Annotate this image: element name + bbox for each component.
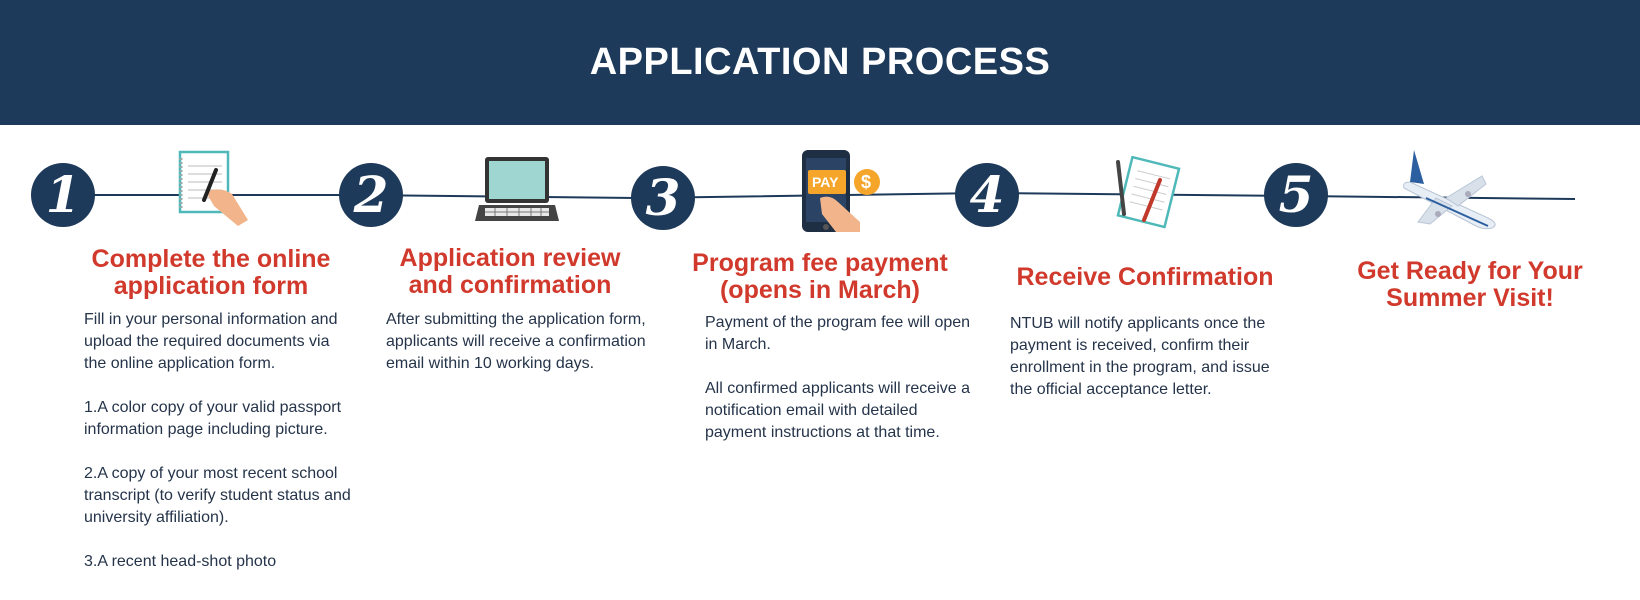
step-5-title-line2: Summer Visit!	[1386, 284, 1554, 312]
step-3-paragraph: Payment of the program fee will open in …	[705, 314, 971, 353]
step-1-paragraph: 1.A color copy of your valid passport in…	[84, 399, 342, 438]
step-4-body: NTUB will notify applicants once the pay…	[1010, 313, 1290, 401]
step-2-number: 2	[339, 163, 403, 227]
page-title: APPLICATION PROCESS	[589, 41, 1051, 83]
step-1-paragraph: 3.A recent head-shot photo	[84, 553, 277, 570]
step-3-title-line2: (opens in March)	[719, 276, 920, 304]
step-2-body: After submitting the application form, a…	[386, 309, 672, 375]
step-5-title-line1: Get Ready for Your	[1357, 257, 1583, 285]
step-2-title-line1: Application review	[399, 244, 621, 272]
timeline: 1 2	[0, 140, 1640, 240]
step-3-paragraph: All confirmed applicants will receive a …	[705, 380, 970, 441]
pay-label: PAY	[812, 174, 839, 190]
step-1-paragraph: Fill in your personal information and up…	[84, 311, 338, 372]
step-4-number-text: 4	[969, 165, 1005, 224]
step-1-paragraph: 2.A copy of your most recent school tran…	[84, 465, 351, 526]
step-4-title: Receive Confirmation	[1000, 264, 1290, 291]
step-1-title: Complete the online application form	[78, 246, 344, 300]
step-1-number: 1	[31, 163, 95, 227]
step-3-number: 3	[631, 166, 695, 230]
step-1-body: Fill in your personal information and up…	[84, 309, 356, 573]
step-4-paragraph: NTUB will notify applicants once the pay…	[1010, 315, 1270, 398]
step-2-number-text: 2	[353, 165, 389, 224]
step-1-title-line2: application form	[113, 272, 309, 300]
step-3-title: Program fee payment (opens in March)	[682, 250, 958, 304]
coin-symbol: $	[861, 172, 872, 192]
step-5-title: Get Ready for Your Summer Visit!	[1340, 258, 1600, 312]
step-2-title-line2: and confirmation	[408, 271, 612, 299]
header-banner: APPLICATION PROCESS	[0, 0, 1640, 125]
step-3-body: Payment of the program fee will open in …	[705, 312, 975, 444]
step-2-paragraph: After submitting the application form, a…	[386, 311, 646, 372]
step-3-number-text: 3	[645, 168, 681, 227]
step-5-number: 5	[1264, 163, 1328, 227]
step-1-number-text: 1	[45, 165, 81, 224]
step-1-title-line1: Complete the online	[91, 245, 331, 273]
step-3-title-line1: Program fee payment	[692, 249, 948, 277]
step-4-title-line1: Receive Confirmation	[1016, 263, 1274, 291]
step-2-title: Application review and confirmation	[386, 245, 634, 299]
mobile-pay-icon: PAY $	[800, 150, 886, 234]
step-4-number: 4	[955, 163, 1019, 227]
step-5-number-text: 5	[1278, 165, 1314, 224]
